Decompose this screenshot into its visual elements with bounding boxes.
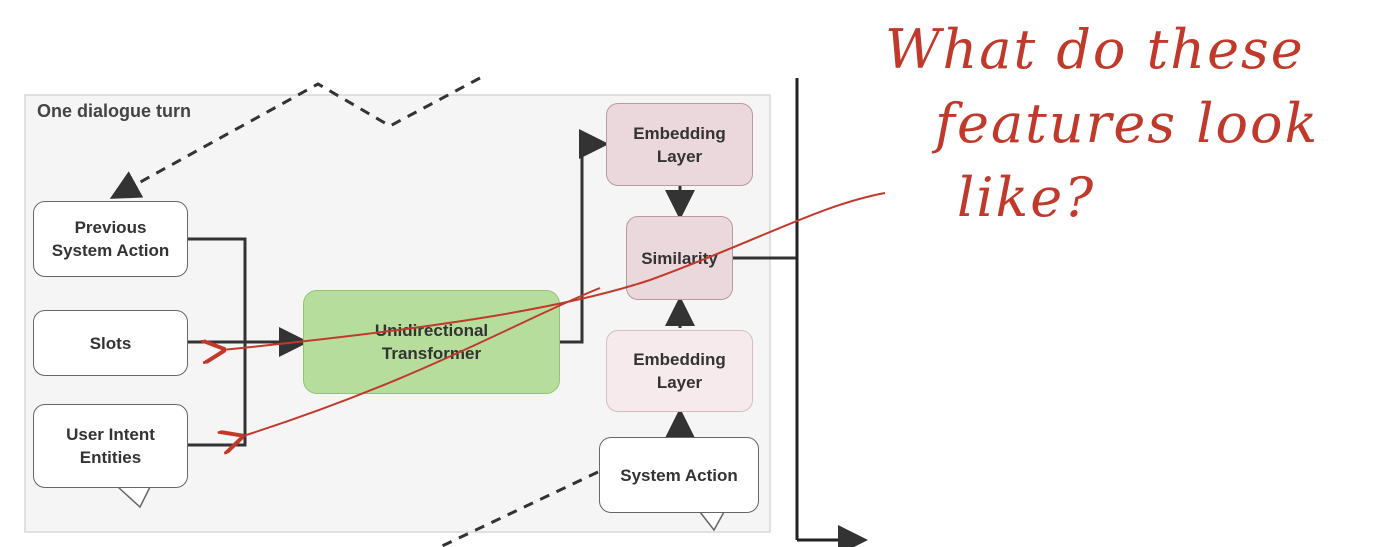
previous-system-action-label: Previous System Action — [51, 218, 170, 260]
similarity-node: Similarity — [626, 216, 733, 300]
system-action-node: System Action — [599, 437, 759, 513]
unidirectional-transformer-node: Unidirectional Transformer — [303, 290, 560, 394]
unidirectional-transformer-label: Unidirectional Transformer — [374, 321, 489, 363]
embedding-layer-top-node: Embedding Layer — [606, 103, 753, 186]
similarity-label: Similarity — [641, 248, 718, 268]
embedding-layer-top-label: Embedding Layer — [633, 123, 726, 166]
bubble-tail-system-action — [699, 511, 725, 532]
embedding-layer-bottom-node: Embedding Layer — [606, 330, 753, 412]
slots-node: Slots — [33, 310, 188, 376]
user-intent-entities-label: User Intent Entities — [66, 425, 155, 467]
frame-title: One dialogue turn — [37, 101, 192, 121]
system-action-label: System Action — [620, 465, 738, 485]
user-intent-entities-node: User Intent Entities — [33, 404, 188, 488]
slots-label: Slots — [89, 333, 132, 353]
bubble-tail-user-intent — [117, 486, 151, 509]
dashed-recurrence-line-bottom — [439, 470, 599, 547]
annotation-line-2: features look — [935, 92, 1320, 155]
previous-system-action-node: Previous System Action — [33, 201, 188, 277]
embedding-layer-bottom-label: Embedding Layer — [633, 350, 726, 392]
annotation-line-1: What do these — [885, 18, 1305, 81]
annotation-line-3: like? — [957, 166, 1096, 229]
